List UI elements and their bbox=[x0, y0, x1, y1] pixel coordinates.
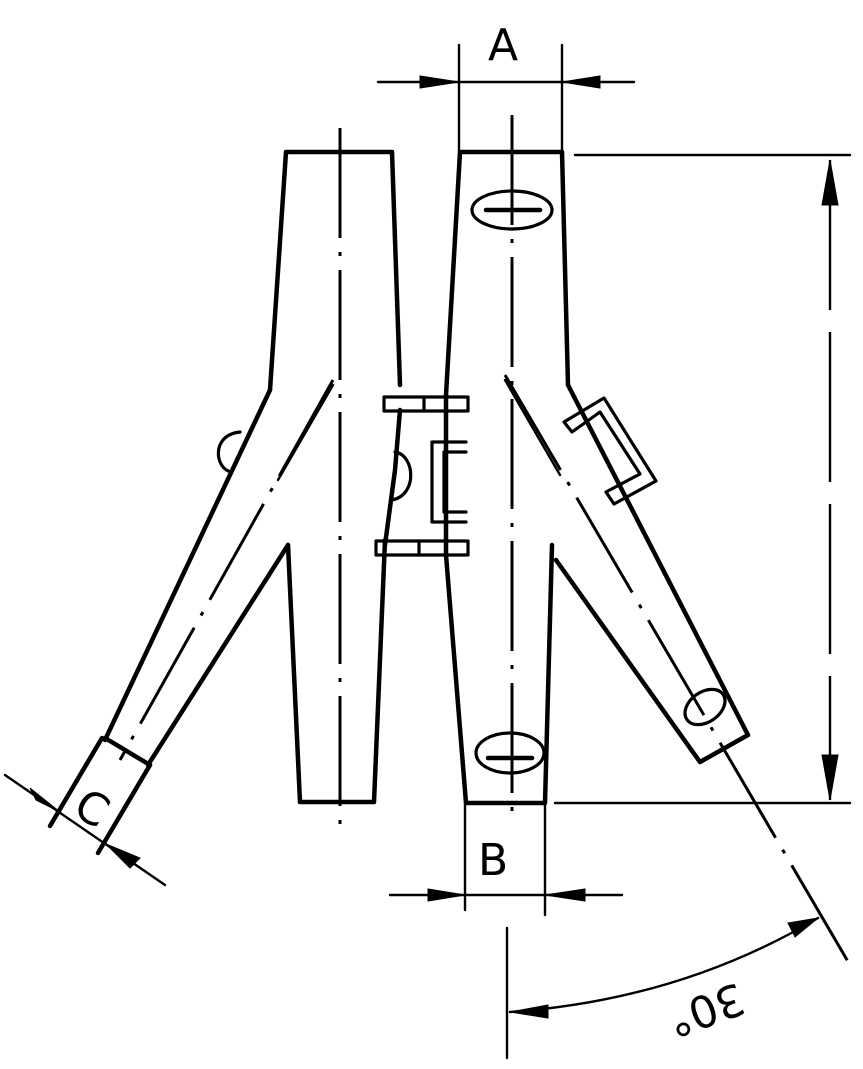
angle-dimension: 30° bbox=[505, 916, 820, 1060]
center-fitting bbox=[443, 115, 852, 966]
dimension-label-a: A bbox=[488, 20, 518, 71]
clamp-assembly bbox=[374, 395, 470, 557]
height-dimension bbox=[553, 153, 852, 805]
dimension-a: A bbox=[376, 20, 636, 154]
dimension-label-b: B bbox=[478, 835, 508, 886]
left-fitting bbox=[102, 128, 413, 825]
dimension-b: B bbox=[388, 801, 624, 917]
dimension-c: C bbox=[3, 735, 167, 887]
